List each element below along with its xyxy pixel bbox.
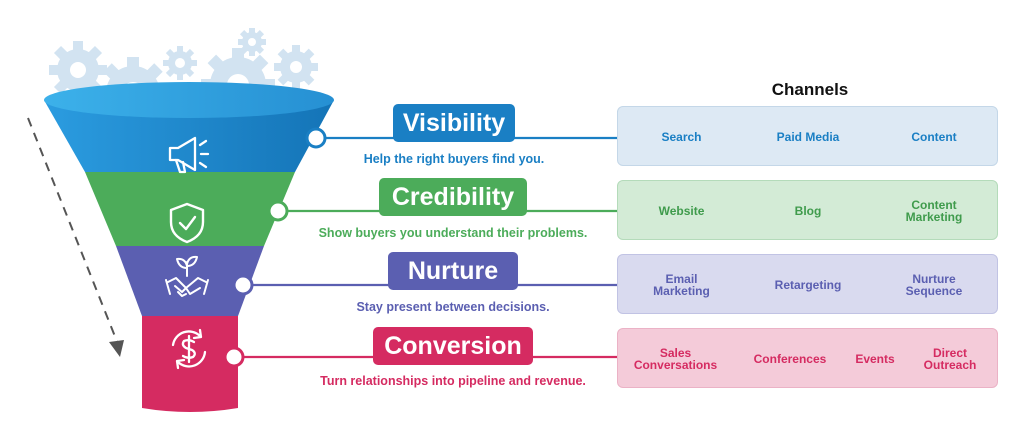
gear-icon: [238, 28, 266, 56]
channel-conferences: Conferences: [753, 352, 827, 366]
funnel: [44, 82, 334, 412]
progression-arrow: [27, 117, 124, 357]
connector-dot-credibility: [267, 200, 289, 222]
shield-check-icon: [169, 202, 205, 244]
funnel-segment-nurture: [116, 246, 264, 316]
channel-nurture-sequence: Nurture Sequence: [905, 272, 963, 298]
channel-row-conversion: Sales Conversations Conferences Events D…: [617, 328, 998, 388]
funnel-segment-visibility: [44, 100, 334, 172]
gear-icon: [274, 45, 318, 89]
dollar-cycle-icon: [171, 328, 207, 370]
channel-blog: Blog: [794, 204, 822, 218]
funnel-segment-conversion: [142, 316, 238, 412]
connector-dot-visibility: [305, 127, 327, 149]
connectors: [223, 127, 618, 368]
channel-content: Content: [911, 130, 957, 144]
connector-dot-conversion: [223, 346, 245, 368]
handshake-plant-icon: [165, 255, 209, 297]
stage-label-conversion: Conversion: [373, 327, 533, 365]
channel-paid-media: Paid Media: [776, 130, 840, 144]
megaphone-icon: [168, 136, 210, 174]
stage-description-visibility: Help the right buyers find you.: [363, 152, 545, 166]
channel-events: Events: [855, 352, 895, 366]
channel-row-visibility: Search Paid Media Content: [617, 106, 998, 166]
channel-row-credibility: Website Blog Content Marketing: [617, 180, 998, 240]
funnel-segment-credibility: [85, 172, 295, 246]
stage-label-visibility: Visibility: [393, 104, 515, 142]
channel-sales-conversations: Sales Conversations: [633, 346, 718, 372]
stage-description-credibility: Show buyers you understand their problem…: [318, 226, 588, 240]
channel-email-marketing: Email Marketing: [653, 272, 710, 298]
channel-direct-outreach: Direct Outreach: [923, 346, 977, 372]
channel-content-marketing: Content Marketing: [905, 198, 963, 224]
stage-label-nurture: Nurture: [388, 252, 518, 290]
gear-icon: [163, 46, 197, 80]
funnel-rim: [44, 82, 334, 118]
connector-dot-nurture: [232, 274, 254, 296]
channel-website: Website: [658, 204, 705, 218]
stage-description-conversion: Turn relationships into pipeline and rev…: [320, 374, 586, 388]
channel-retargeting: Retargeting: [774, 278, 842, 292]
stage-description-nurture: Stay present between decisions.: [356, 300, 550, 314]
channel-row-nurture: Email Marketing Retargeting Nurture Sequ…: [617, 254, 998, 314]
stage-label-credibility: Credibility: [379, 178, 527, 216]
channels-heading: Channels: [771, 80, 849, 99]
channel-search: Search: [661, 130, 702, 144]
